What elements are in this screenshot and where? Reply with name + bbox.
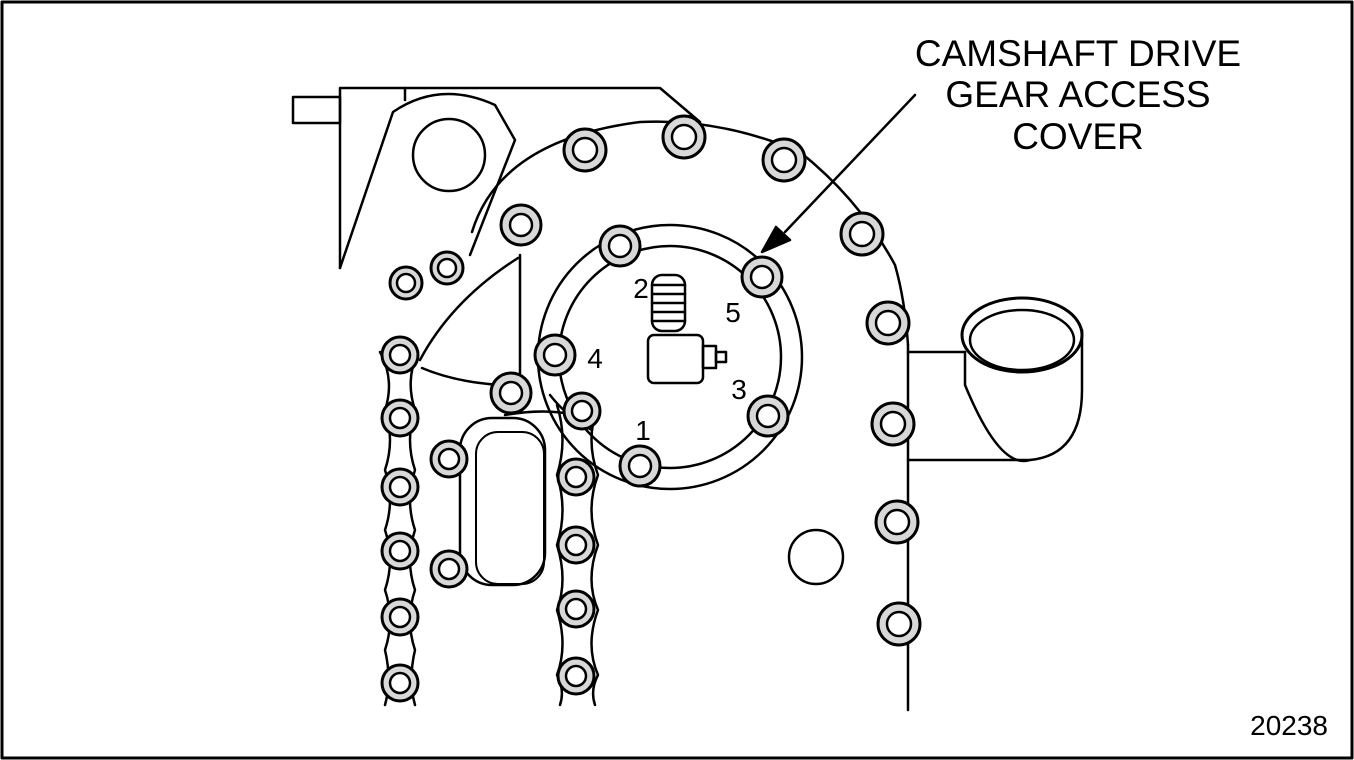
bolt-1-bore [571,136,599,164]
bolt-25-bore [564,465,588,489]
bolt-19-bore [388,406,412,430]
bolt-18-bore [388,343,412,367]
bolt-number-5: 5 [725,297,741,328]
bolt-number-1: 1 [635,415,651,446]
bolt-29-bore [437,447,461,471]
water-outlet-elbow [960,296,1084,463]
mounting-bracket [291,86,702,270]
bolt-30-bore [437,557,461,581]
bolt-number-3: 3 [731,374,747,405]
bolt-group [380,114,922,703]
bolt-3-bore [770,146,798,174]
bolt-21-bore [388,539,412,563]
bolt-7-bore [883,508,911,536]
bolt-27-bore [564,597,588,621]
bolt-17-bore [627,453,653,479]
center-fitting [646,273,728,385]
bolt-5-bore [874,309,902,337]
bolt-15-bore [498,380,524,406]
bolt-16-bore [755,403,781,429]
bolt-11-bore [395,272,417,294]
callout-line-2: GEAR ACCESS [945,74,1210,115]
bolt-9-bore [508,212,534,238]
callout-arrow [760,93,917,254]
bolt-24-bore [570,399,594,423]
bolt-number-2: 2 [633,273,649,304]
callout-line-1: CAMSHAFT DRIVE [915,33,1241,74]
bolt-4-bore [848,220,876,248]
bolt-number-4: 4 [587,343,603,374]
round-hole [787,528,845,586]
bolt-22-bore [388,605,412,629]
bolt-12-bore [607,233,633,259]
figure-number: 20238 [1250,710,1328,741]
bolt-20-bore [388,475,412,499]
bolt-23-bore [388,671,412,695]
bolt-6-bore [879,410,907,438]
bolt-10-bore [436,257,458,279]
bolt-28-bore [564,664,588,688]
bolt-8-bore [885,610,913,638]
bolt-2-bore [670,123,698,151]
bolt-13-bore [749,264,775,290]
callout-line-3: COVER [1012,116,1144,157]
oblong-opening [458,416,547,587]
bolt-14-bore [542,342,568,368]
bolt-26-bore [564,533,588,557]
